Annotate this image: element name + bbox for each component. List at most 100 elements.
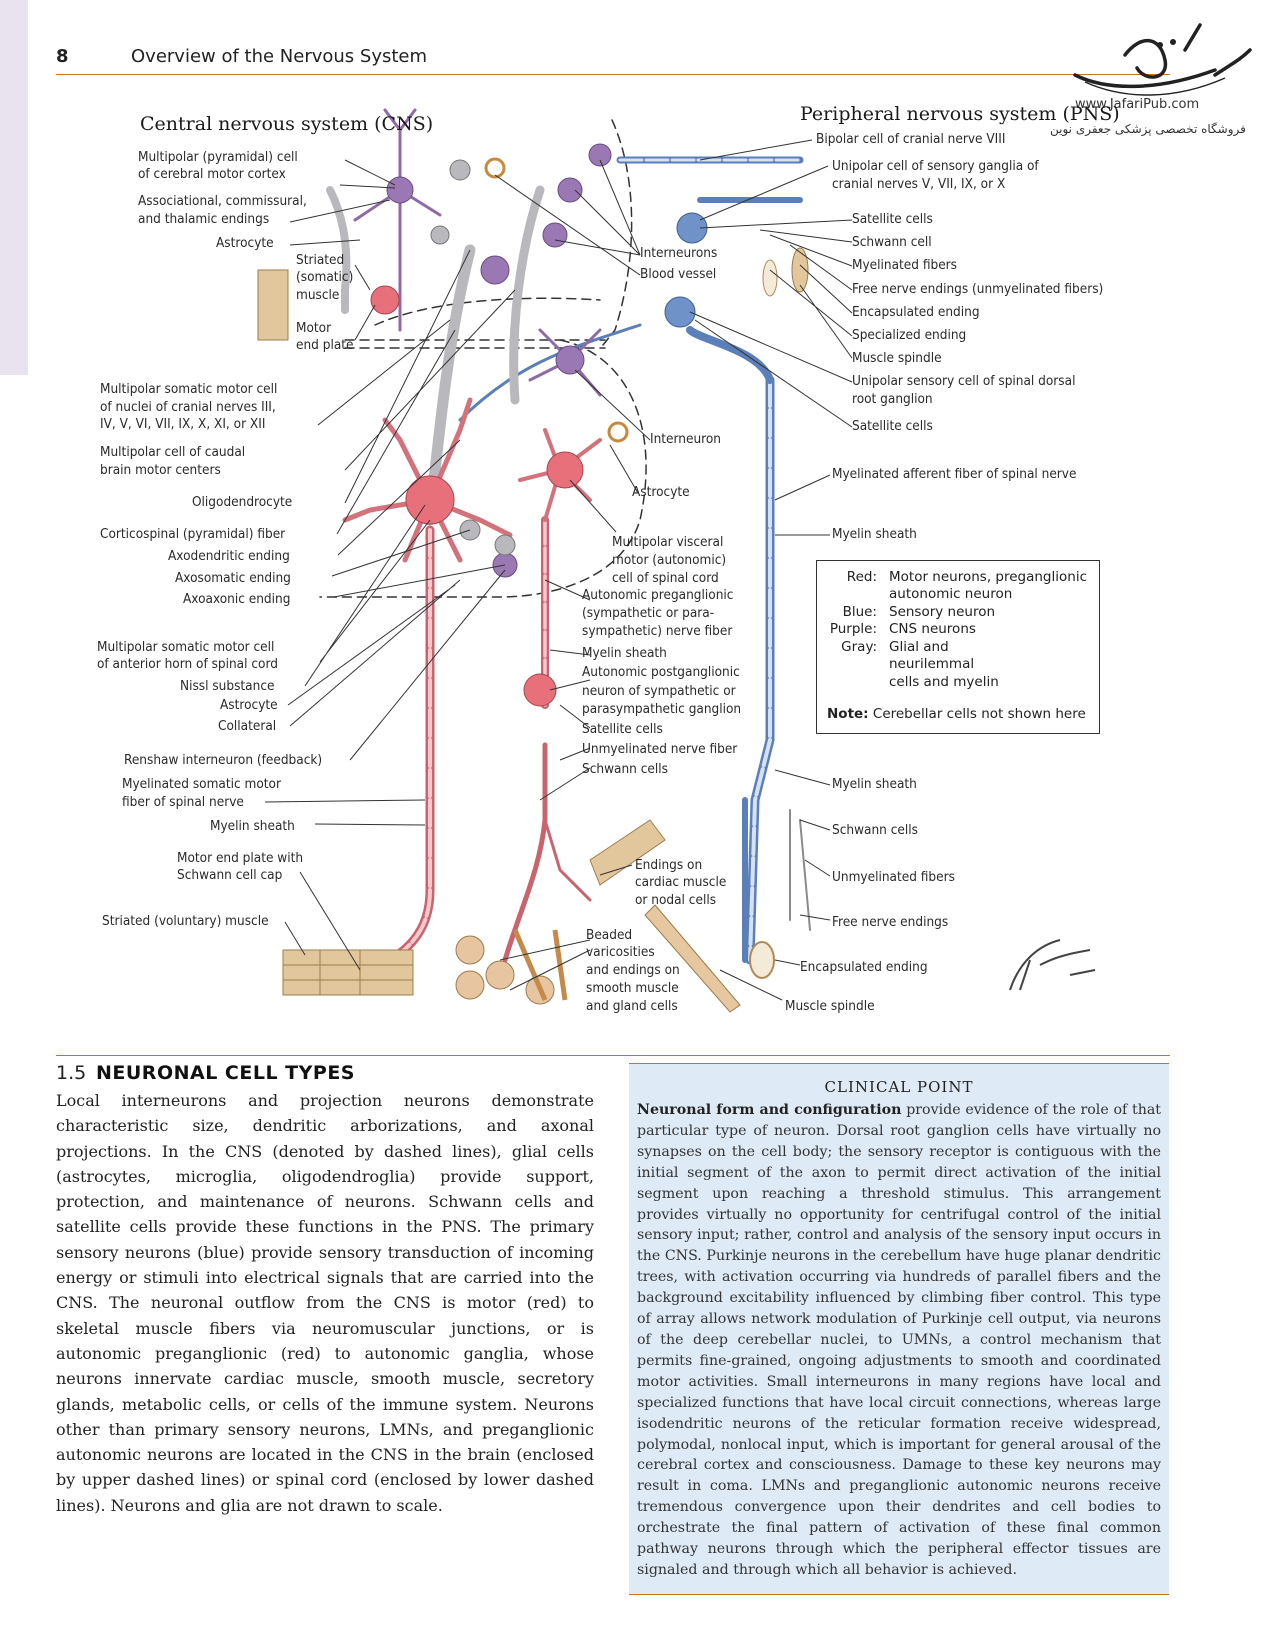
key-blue: Sensory neuron: [889, 604, 996, 620]
label-myelinated-afferent-fiber: Myelinated afferent fiber of spinal nerv…: [832, 466, 1077, 482]
label-dorsal-root-cell-2: root ganglion: [852, 391, 933, 407]
label-bipolar-cell: Bipolar cell of cranial nerve VIII: [816, 131, 1006, 147]
clinical-point-text: Neuronal form and configuration provide …: [637, 1100, 1161, 1581]
label-collateral: Collateral: [218, 718, 277, 734]
clinical-point-body: provide evidence of the role of that par…: [637, 1102, 1161, 1578]
publisher-logo: [1073, 23, 1252, 96]
label-dorsal-root-cell-1: Unipolar sensory cell of spinal dorsal: [852, 373, 1076, 389]
label-muscle-spindle-bottom: Muscle spindle: [785, 998, 875, 1014]
label-astrocyte-center: Astrocyte: [632, 484, 690, 500]
key-gray: Glial and: [889, 639, 949, 655]
cns-heading: Central nervous system (CNS): [140, 113, 434, 135]
label-beaded-varicosities-3: and endings on: [586, 962, 680, 978]
label-myelinated-motor-fiber-1: Myelinated somatic motor: [122, 776, 281, 792]
artist-signature: [1009, 939, 1096, 991]
label-myelin-sheath-right-2: Myelin sheath: [832, 776, 917, 792]
label-oligodendrocyte: Oligodendrocyte: [192, 494, 293, 510]
label-nissl-substance: Nissl substance: [180, 678, 275, 694]
label-satellite-cells-2: Satellite cells: [852, 418, 933, 434]
page-number: 8: [56, 46, 69, 67]
label-beaded-varicosities-5: and gland cells: [586, 998, 678, 1014]
label-cardiac-endings-2: cardiac muscle: [635, 874, 727, 890]
label-anterior-horn-cell-1: Multipolar somatic motor cell: [97, 639, 275, 655]
label-muscle-spindle-top: Muscle spindle: [852, 350, 942, 366]
label-myelinated-motor-fiber-2: fiber of spinal nerve: [122, 794, 244, 810]
label-axoaxonic-ending: Axoaxonic ending: [183, 591, 291, 607]
clinical-point-box: CLINICAL POINT Neuronal form and configu…: [629, 1063, 1169, 1595]
label-cranial-motor-cell-2: of nuclei of cranial nerves III,: [100, 399, 276, 415]
label-motor-end-plate-2: end plate: [296, 337, 354, 353]
label-beaded-varicosities-4: smooth muscle: [586, 980, 679, 996]
section-body-text: Local interneurons and projection neuron…: [56, 1091, 594, 1515]
section-number: 1.5: [56, 1062, 87, 1084]
label-associational-endings: Associational, commissural,: [138, 193, 307, 209]
label-specialized-ending: Specialized ending: [852, 327, 967, 343]
label-unmyelinated-fibers: Unmyelinated fibers: [832, 869, 955, 885]
label-schwann-cells-right: Schwann cells: [832, 822, 918, 838]
publisher-persian-name: فروشگاه تخصصی پزشکی جعفری نوین: [1050, 122, 1246, 136]
key-red: Motor neurons, preganglionic: [889, 569, 1087, 585]
label-preganglionic-1: Autonomic preganglionic: [582, 587, 734, 603]
label-striated-muscle-1: Striated: [296, 252, 345, 268]
label-striated-muscle-2: (somatic): [296, 269, 354, 285]
label-satellite-cells-1: Satellite cells: [852, 211, 933, 227]
label-visceral-motor-3: cell of spinal cord: [612, 570, 719, 586]
label-astrocyte-2: Astrocyte: [220, 697, 278, 713]
label-axodendritic-ending: Axodendritic ending: [168, 548, 290, 564]
label-preganglionic-3: sympathetic) nerve fiber: [582, 623, 733, 639]
key-purple: CNS neurons: [889, 621, 976, 637]
section-title: NEURONAL CELL TYPES: [96, 1062, 355, 1084]
label-astrocyte-1: Astrocyte: [216, 235, 274, 251]
label-postganglionic-2: neuron of sympathetic or: [582, 683, 736, 699]
label-beaded-varicosities-2: varicosities: [586, 944, 655, 960]
label-unmyelinated-nerve-fiber: Unmyelinated nerve fiber: [582, 741, 738, 757]
publisher-url: www.JafariPub.com: [1075, 97, 1200, 112]
label-visceral-motor-1: Multipolar visceral: [612, 534, 724, 550]
label-striated-voluntary-muscle: Striated (voluntary) muscle: [102, 913, 269, 929]
label-myelin-sheath-left: Myelin sheath: [210, 818, 295, 834]
running-title: Overview of the Nervous System: [131, 46, 428, 67]
label-postganglionic-3: parasympathetic ganglion: [582, 701, 742, 717]
label-interneurons: Interneurons: [640, 245, 718, 261]
key-note: Note: Cerebellar cells not shown here: [827, 706, 1086, 722]
label-blood-vessel: Blood vessel: [640, 266, 717, 282]
side-thumb-tab: [0, 0, 28, 375]
label-caudal-brain-cell-2: brain motor centers: [100, 462, 221, 478]
label-beaded-varicosities-1: Beaded: [586, 927, 633, 943]
label-schwann-cell: Schwann cell: [852, 234, 932, 250]
label-axosomatic-ending: Axosomatic ending: [175, 570, 291, 586]
label-striated-muscle-3: muscle: [296, 287, 340, 303]
label-myelinated-fibers: Myelinated fibers: [852, 257, 957, 273]
label-cranial-motor-cell-3: IV, V, VI, VII, IX, X, XI, or XII: [100, 416, 266, 432]
section-rule: [56, 1055, 1170, 1056]
label-cardiac-endings-3: or nodal cells: [635, 892, 717, 908]
label-postganglionic-1: Autonomic postganglionic: [582, 664, 740, 680]
label-free-nerve-endings-top: Free nerve endings (unmyelinated fibers): [852, 281, 1104, 297]
label-encapsulated-ending-bottom: Encapsulated ending: [800, 959, 928, 975]
label-unipolar-cranial-2: cranial nerves V, VII, IX, or X: [832, 176, 1006, 192]
label-schwann-cells-center: Schwann cells: [582, 761, 668, 777]
label-corticospinal-fiber: Corticospinal (pyramidal) fiber: [100, 526, 286, 542]
label-associational-endings-2: and thalamic endings: [138, 211, 270, 227]
neuron-types-illustration: [257, 108, 1096, 1013]
label-pyramidal-cell-2: of cerebral motor cortex: [138, 166, 286, 182]
label-cranial-motor-cell-1: Multipolar somatic motor cell: [100, 381, 278, 397]
clinical-point-title: CLINICAL POINT: [824, 1078, 974, 1096]
label-satellite-cells-center: Satellite cells: [582, 721, 663, 737]
label-pyramidal-cell: Multipolar (pyramidal) cell: [138, 149, 298, 165]
header-rule: [56, 74, 1170, 75]
label-interneuron: Interneuron: [650, 431, 721, 447]
label-motor-end-plate-cap-1: Motor end plate with: [177, 850, 304, 866]
label-motor-end-plate-cap-2: Schwann cell cap: [177, 867, 283, 883]
label-cardiac-endings-1: Endings on: [635, 857, 703, 873]
label-renshaw-interneuron: Renshaw interneuron (feedback): [124, 752, 323, 768]
label-free-nerve-endings-bottom: Free nerve endings: [832, 914, 949, 930]
pns-heading: Peripheral nervous system (PNS): [800, 103, 1120, 125]
label-visceral-motor-2: motor (autonomic): [612, 552, 727, 568]
label-motor-end-plate-1: Motor: [296, 320, 332, 336]
label-myelin-sheath-center: Myelin sheath: [582, 645, 667, 661]
color-key: Red:Motor neurons, preganglionic autonom…: [816, 560, 1100, 734]
label-myelin-sheath-right-1: Myelin sheath: [832, 526, 917, 542]
label-anterior-horn-cell-2: of anterior horn of spinal cord: [97, 656, 278, 672]
clinical-point-lead: Neuronal form and configuration: [637, 1102, 902, 1118]
